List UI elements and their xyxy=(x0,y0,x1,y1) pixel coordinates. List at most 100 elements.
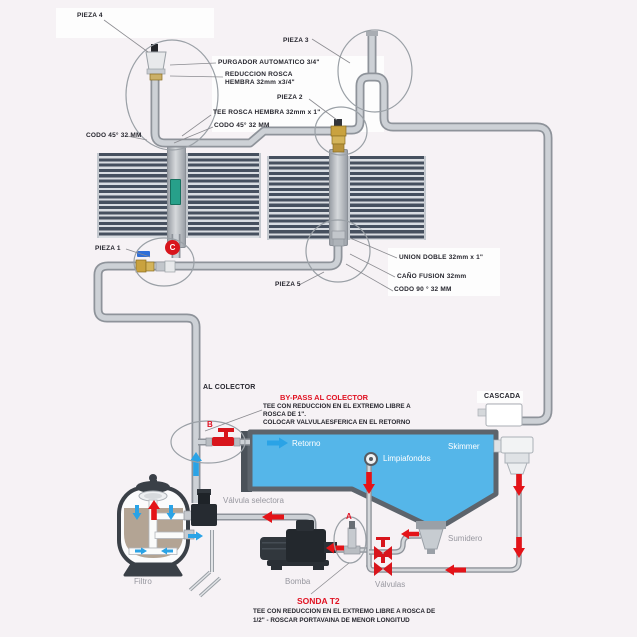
skimmer-body xyxy=(500,436,534,454)
skimmer-unit xyxy=(493,436,534,475)
cascada-stub xyxy=(477,408,487,417)
label-pieza-1: PIEZA 1 xyxy=(95,245,121,252)
valve-union xyxy=(205,437,213,447)
filter-base xyxy=(123,562,183,577)
valve-union xyxy=(233,437,241,447)
brass-nut xyxy=(332,143,345,153)
filter-lid-knob xyxy=(149,474,157,482)
label-filtro: Filtro xyxy=(134,577,152,586)
flow-arrow-blue-right-retorno xyxy=(267,437,288,449)
ellipse-pieza4 xyxy=(125,39,219,151)
purgador-nipple xyxy=(151,44,158,53)
flow-arrow-blue-small xyxy=(135,547,147,555)
label-bomba: Bomba xyxy=(285,577,311,586)
label-codo-90: CODO 90 ° 32 MM xyxy=(394,286,452,293)
label-pieza-2: PIEZA 2 xyxy=(277,94,303,101)
label-retorno: Retorno xyxy=(292,439,321,448)
filter-lid-stem xyxy=(150,480,157,486)
label-union-doble: UNION DOBLE 32mm x 1" xyxy=(399,254,484,261)
label-reduccion-1: REDUCCION ROSCA xyxy=(225,71,293,78)
flow-arrow-red-up-filter xyxy=(148,500,160,520)
label-bypass-note-3: COLOCAR VALVULAESFERICA EN EL RETORNO xyxy=(263,419,411,426)
flow-arrows-blue xyxy=(132,437,288,555)
label-al-colector: AL COLECTOR xyxy=(203,384,256,391)
pieza2-fitting xyxy=(330,119,347,153)
pipe-collector-top-run xyxy=(152,76,334,146)
flow-arrow-red-down xyxy=(513,537,525,558)
gate-valve-lower xyxy=(374,562,392,576)
leader xyxy=(126,135,148,141)
background-patch xyxy=(388,248,500,296)
ellipse-bypass xyxy=(170,420,246,464)
label-reduccion-2: HEMBRA 32mm x3/4" xyxy=(225,79,295,86)
leader xyxy=(103,19,149,53)
pump xyxy=(260,520,337,570)
label-bypass-note-2: ROSCA DE 1". xyxy=(263,411,306,418)
filter-lower-pipe xyxy=(154,531,188,539)
pieza5-fitting xyxy=(331,230,346,247)
purgador-collar xyxy=(146,68,166,75)
valve-stem xyxy=(224,431,228,438)
leader xyxy=(204,409,263,432)
brass-nut xyxy=(330,125,347,137)
pipe-skimmer-line xyxy=(367,470,521,572)
label-pieza-4: PIEZA 4 xyxy=(77,12,103,19)
leader xyxy=(310,562,350,595)
leader xyxy=(125,248,151,258)
manifold-sticker xyxy=(170,179,181,205)
label-cascada: CASCADA xyxy=(484,393,521,400)
ellipse-pieza3 xyxy=(337,29,413,113)
pump-top-port xyxy=(296,520,314,531)
leader xyxy=(169,75,224,78)
valve-handle xyxy=(376,554,390,557)
sonda-body xyxy=(347,527,357,549)
limpiafondos-port xyxy=(364,452,378,466)
magnifier-ellipses xyxy=(125,29,413,564)
marker-b: B xyxy=(207,420,213,429)
purgador-brass-nut xyxy=(149,73,163,81)
flow-arrow-red-down xyxy=(513,474,525,496)
gate-valves xyxy=(374,537,392,576)
leader xyxy=(345,263,394,292)
port-center xyxy=(369,457,373,461)
label-codo45-top: CODO 45° 32 MM xyxy=(214,122,270,129)
background-patch xyxy=(212,56,384,132)
label-limpiafondos: Limpiafondos xyxy=(383,454,431,463)
label-bypass-note-1: TEE CON REDUCCION EN EL EXTREMO LIBRE A xyxy=(263,403,411,410)
gray-nut xyxy=(331,230,346,240)
valve-stem xyxy=(381,539,385,547)
fitting-tip xyxy=(334,119,342,127)
pump-body xyxy=(286,529,326,562)
union-body xyxy=(164,260,176,273)
label-pieza-3: PIEZA 3 xyxy=(283,37,309,44)
label-pieza-5: PIEZA 5 xyxy=(275,281,301,288)
skimmer-lower xyxy=(504,452,530,464)
motor-fin xyxy=(262,548,288,550)
flow-arrow-blue-down-filter xyxy=(132,505,142,520)
leader xyxy=(308,98,338,121)
selector-handle xyxy=(197,489,211,495)
ellipse-pieza2 xyxy=(314,106,368,156)
valve-body xyxy=(212,437,234,446)
marker-a: A xyxy=(346,512,352,521)
flow-arrow-blue-right xyxy=(188,531,203,541)
selector-valve xyxy=(191,489,217,526)
label-cano-fusion: CAÑO FUSION 32mm xyxy=(397,273,467,280)
valve-handle xyxy=(218,428,234,432)
label-tee-rosca: TEE ROSCA HEMBRA 32mm x 1" xyxy=(213,109,321,116)
flow-arrow-red-left xyxy=(401,529,419,539)
leader xyxy=(349,253,396,278)
purgador-body xyxy=(145,51,167,71)
label-sonda-note-2: 1/2" - ROSCAR PORTAVAINA DE MENOR LONGIT… xyxy=(253,617,410,624)
label-sumidero: Sumidero xyxy=(448,534,483,543)
pump-foot xyxy=(271,566,282,570)
label-codo45-left: CODO 45° 32 MM xyxy=(86,132,142,139)
filter-lid xyxy=(136,481,170,493)
flow-arrow-red-left xyxy=(445,564,466,576)
cascada-unit xyxy=(477,403,523,427)
sumidero-stub xyxy=(427,549,435,554)
sand-filter xyxy=(117,474,195,577)
selector-body xyxy=(191,504,217,526)
